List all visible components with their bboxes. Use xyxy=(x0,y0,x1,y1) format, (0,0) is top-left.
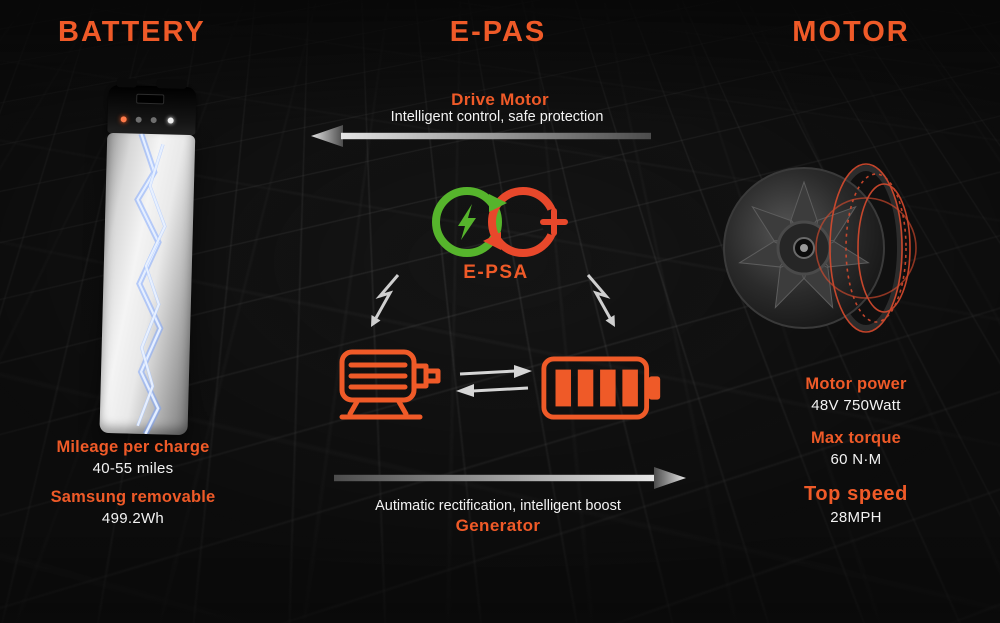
left-arrow-icon xyxy=(311,125,651,147)
drive-motor-title: Drive Motor xyxy=(451,90,549,109)
cell-label: Samsung removable xyxy=(50,488,216,506)
zigzag-arrow-left-icon xyxy=(371,274,400,327)
top-speed-value: 28MPH xyxy=(830,509,882,526)
red-rings xyxy=(815,163,917,333)
battery-lock-slot xyxy=(136,93,165,105)
top-speed-label: Top speed xyxy=(804,483,908,505)
motor-photo xyxy=(716,156,951,341)
generator-title: Generator xyxy=(455,516,541,535)
battery-charge-icon xyxy=(541,356,661,420)
motor-power-label: Motor power xyxy=(805,375,907,393)
drive-motor-subtitle: Intelligent control, safe protection xyxy=(390,109,604,125)
hub-motor-graphic xyxy=(723,163,917,333)
green-arrowhead-icon xyxy=(489,194,507,212)
battery-led-indicator xyxy=(120,116,127,123)
battery-heading: BATTERY xyxy=(58,16,206,48)
exchange-arrows-icon xyxy=(456,365,532,397)
battery-cap xyxy=(107,84,197,136)
motor-power-value: 48V 750Watt xyxy=(811,397,901,414)
zigzag-arrow-right-icon xyxy=(586,274,615,327)
epsa-infinity-icon xyxy=(432,187,568,257)
motor-specs: Motor power 48V 750Watt Max torque 60 N·… xyxy=(747,375,965,541)
cell-value: 499.2Wh xyxy=(101,510,165,527)
battery-body xyxy=(99,132,196,436)
epas-heading: E-PAS xyxy=(449,16,547,48)
mileage-label: Mileage per charge xyxy=(56,438,210,456)
right-arrow-icon xyxy=(334,467,686,489)
generator-subtitle: Autimatic rectification, intelligent boo… xyxy=(375,498,621,514)
battery-led-indicator xyxy=(167,117,174,124)
mileage-value: 40-55 miles xyxy=(92,460,174,477)
bolt-icon xyxy=(458,204,476,240)
red-arrowhead-icon xyxy=(483,232,501,250)
plus-icon xyxy=(540,208,568,236)
electric-arc-texture xyxy=(134,132,167,436)
epsa-label: E-PSA xyxy=(463,262,529,283)
battery-led-indicator xyxy=(150,117,157,124)
battery-specs: Mileage per charge 40-55 miles Samsung r… xyxy=(23,438,243,538)
motor-generator-icon xyxy=(339,349,441,420)
battery-photo xyxy=(99,84,197,436)
battery-led-indicator xyxy=(135,116,142,123)
motor-heading: MOTOR xyxy=(792,16,910,48)
max-torque-value: 60 N·M xyxy=(830,451,882,468)
max-torque-label: Max torque xyxy=(810,429,901,447)
